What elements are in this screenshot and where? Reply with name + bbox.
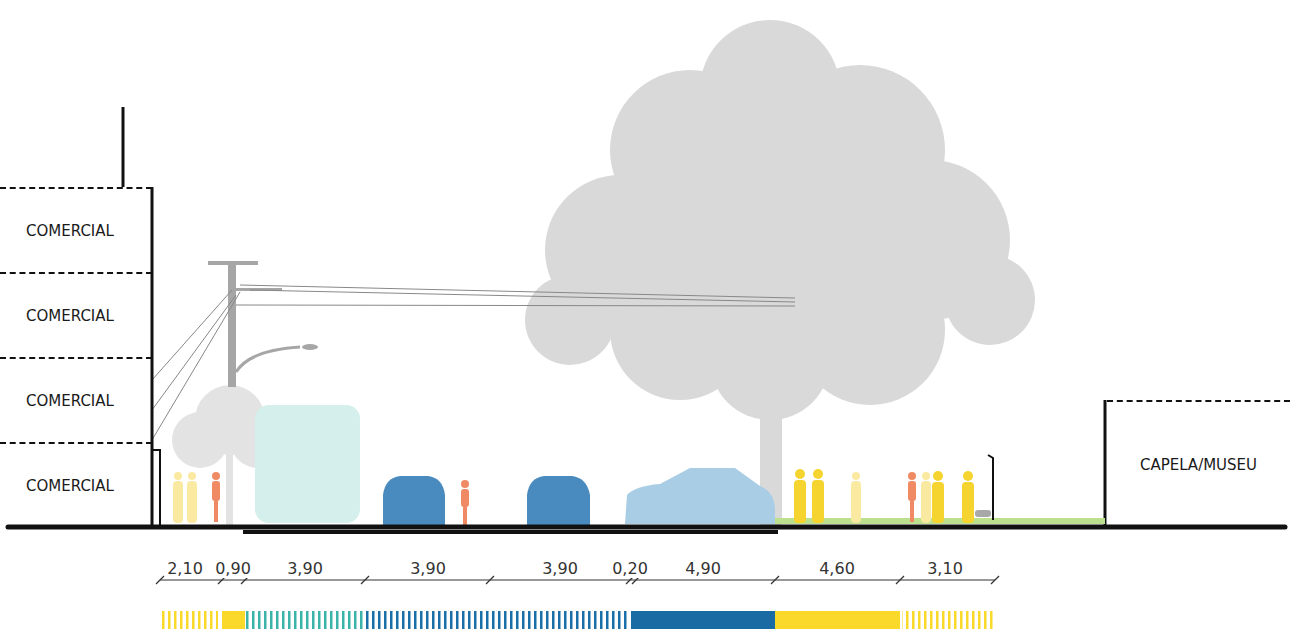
ground-line [8,527,1285,532]
building-use-label: CAPELA/MUSEU [1140,456,1257,474]
building-outline [123,107,1105,527]
dimension-tick [991,576,999,584]
dimension-tick [771,576,779,584]
dimension-label: 0,20 [611,559,649,578]
floor-band: COMERCIAL [0,442,152,527]
bus [255,405,360,523]
dimension-label: 3,10 [926,559,964,578]
dimension-label: 4,90 [684,559,722,578]
car [625,468,775,524]
dimension-tick [156,576,164,584]
dimension-label: 3,90 [541,559,579,578]
dimension-tick [896,576,904,584]
utility-pole [152,261,795,440]
dimension-label: 3,90 [286,559,324,578]
floor-use-label: COMERCIAL [26,222,114,240]
cyclist [212,472,916,526]
floor-band: COMERCIAL [0,187,152,272]
dimension-label: 2,10 [166,559,204,578]
floor-use-label: COMERCIAL [26,307,114,325]
zone-bar [160,611,995,629]
dimension-label: 0,90 [214,559,252,578]
pedestrians [173,469,991,523]
floor-use-label: COMERCIAL [26,477,114,495]
dimension-tick [486,576,494,584]
dimension-tick [361,576,369,584]
dimension-label: 4,60 [818,559,856,578]
floor-use-label: COMERCIAL [26,392,114,410]
building-band: CAPELA/MUSEU [1107,400,1290,527]
car [383,476,590,525]
floor-band: COMERCIAL [0,357,152,442]
post [988,455,993,520]
dimension-label: 3,90 [409,559,447,578]
tree [525,20,1035,527]
floor-band: COMERCIAL [0,272,152,357]
